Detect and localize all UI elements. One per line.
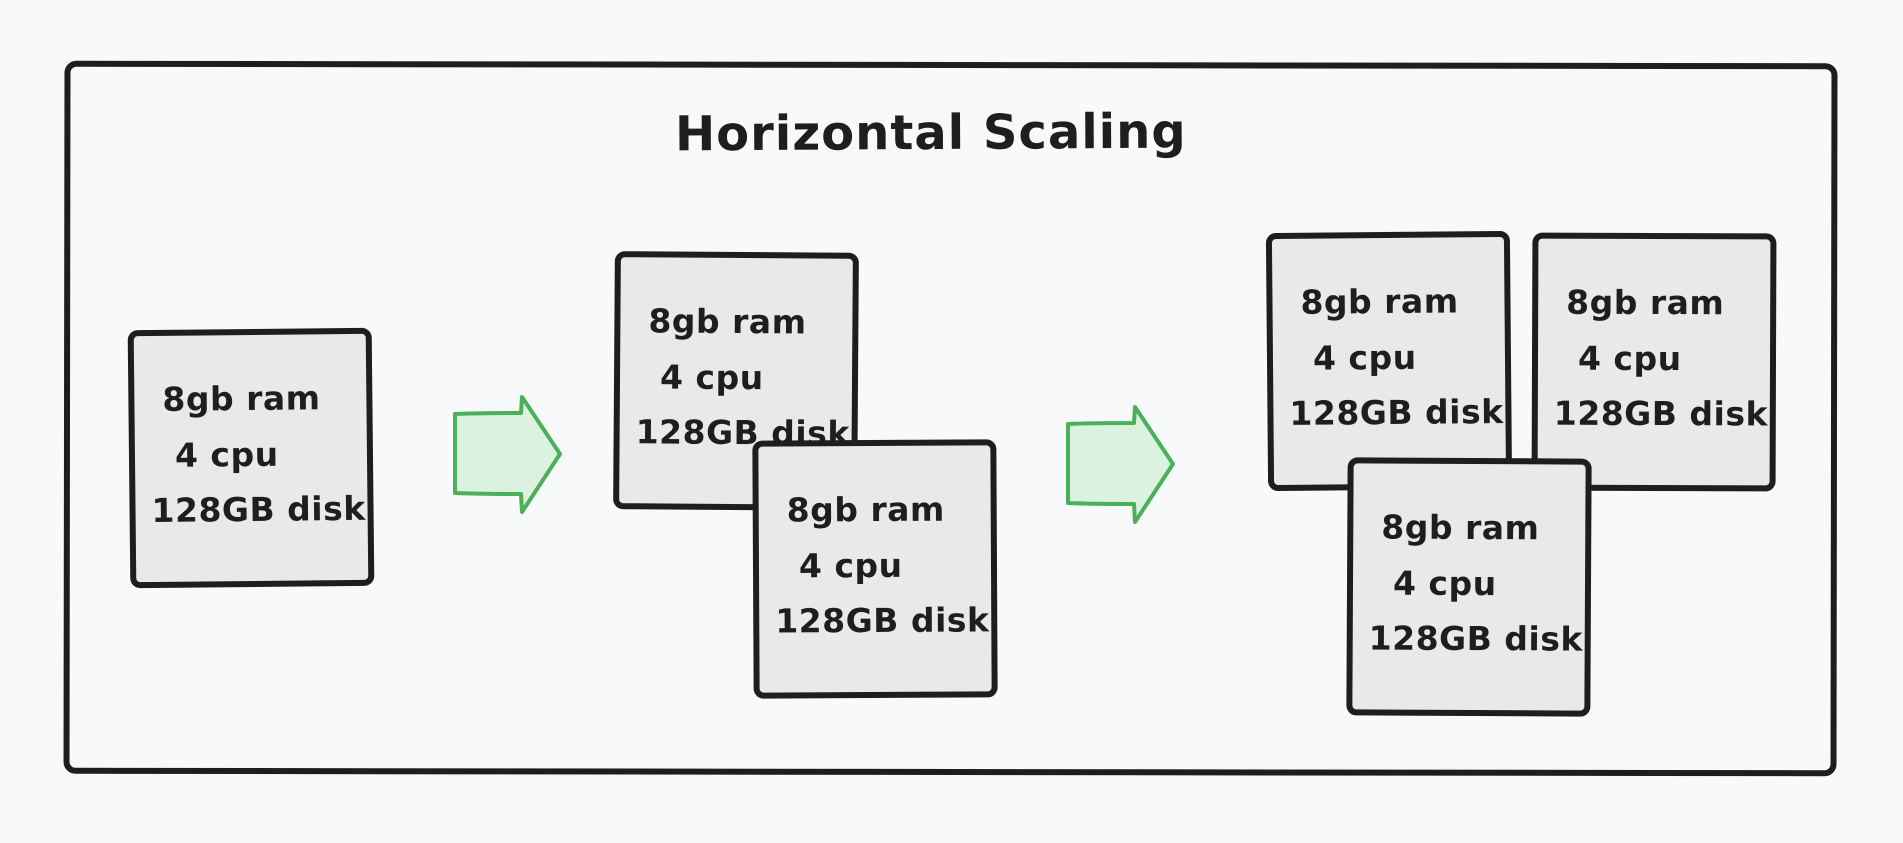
server-box-stage3-2: 8gb ram 4 cpu 128GB disk <box>1531 232 1777 492</box>
server-cpu-label: 4 cpu <box>659 357 764 398</box>
server-disk-label: 128GB disk <box>775 600 990 641</box>
arrow-right-icon <box>453 395 562 514</box>
server-box-stage2-2: 8gb ram 4 cpu 128GB disk <box>752 439 998 699</box>
server-cpu-label: 4 cpu <box>174 434 279 475</box>
server-box-stage3-1: 8gb ram 4 cpu 128GB disk <box>1265 230 1513 492</box>
server-disk-label: 128GB disk <box>151 488 366 531</box>
server-box-stage3-3: 8gb ram 4 cpu 128GB disk <box>1346 457 1592 717</box>
server-cpu-label: 4 cpu <box>1392 563 1497 604</box>
server-ram-label: 8gb ram <box>1300 281 1459 322</box>
server-ram-label: 8gb ram <box>648 301 807 342</box>
server-ram-label: 8gb ram <box>1566 282 1725 323</box>
server-disk-label: 128GB disk <box>1553 393 1769 434</box>
diagram-title: Horizontal Scaling <box>674 103 1187 163</box>
server-ram-label: 8gb ram <box>162 378 321 419</box>
server-cpu-label: 4 cpu <box>1312 337 1417 378</box>
server-box-stage1-1: 8gb ram 4 cpu 128GB disk <box>127 327 375 589</box>
server-ram-label: 8gb ram <box>786 489 945 530</box>
server-disk-label: 128GB disk <box>1368 618 1583 659</box>
server-ram-label: 8gb ram <box>1381 507 1540 548</box>
server-cpu-label: 4 cpu <box>798 545 903 586</box>
arrow-right-icon <box>1066 405 1175 524</box>
server-cpu-label: 4 cpu <box>1577 338 1682 379</box>
server-disk-label: 128GB disk <box>1289 392 1504 433</box>
